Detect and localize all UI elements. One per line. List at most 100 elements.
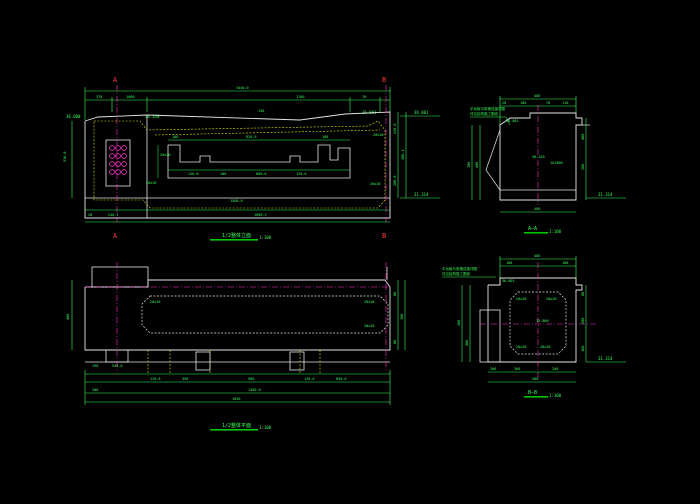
plan-tag-2: 20x20 (364, 300, 375, 304)
section-mark-b-top: B (382, 76, 386, 84)
section-b-top-dim-1: 100 (506, 261, 512, 265)
section-b-right-dim-1: 80 (581, 292, 585, 296)
section-a-sub-1: 20 (502, 101, 506, 105)
plan-tag-3: 20x20 (364, 324, 375, 328)
section-b-bottom-dim-3: 200 (552, 367, 558, 371)
elev-tag-1: 20x20 (160, 153, 171, 157)
elev-inner-dim-2: 100 (220, 172, 226, 176)
section-a-view: 平台板与前墙连接详图 详见结构施工图纸 100 400 20 70 110 36… (467, 94, 626, 234)
section-b-title: B—B (528, 390, 537, 396)
elev-notch-dim-1: 100 (172, 135, 178, 139)
elev-tag-3: 20x20 (373, 133, 384, 137)
elev-right-height-3: 200.8 (393, 175, 397, 186)
section-mark-a-top: A (113, 76, 118, 84)
elev-bottom-dim-1: 20 (88, 213, 92, 217)
pipe-holes (109, 145, 127, 175)
plan-lower-dim-6: 120.0 (304, 377, 315, 381)
section-a-level-top: 36.801 (506, 119, 519, 123)
section-b-bottom-dim-4: 400 (532, 377, 538, 381)
section-b-right-dim-2: 200 (581, 318, 585, 324)
elev-level-mid: 36.320 (145, 114, 160, 119)
section-a-right-dim-2: 200 (581, 164, 585, 170)
plan-lower-dim-2: 550.0 (112, 364, 123, 368)
elev-sub-dim-1: 370 (96, 95, 102, 99)
plan-lower-dim-5: 500 (248, 377, 254, 381)
section-a-level-bottom: 31.314 (598, 192, 613, 197)
section-b-tag-3: 20x20 (516, 345, 527, 349)
section-b-level-top: 36.801 (502, 279, 515, 283)
plan-total: 1650 (232, 397, 240, 401)
elev-level-left: 36.000 (66, 114, 81, 119)
section-a-left-dim-1: 100 (467, 162, 471, 168)
section-b-tag-4: 20x20 (540, 345, 551, 349)
plan-title: 1/2整体平面 (222, 422, 251, 429)
plan-view: 400 80 160 80 20x20 20x20 20x20 190 550.… (66, 262, 406, 431)
elev-inner-dim-4: 120.0 (296, 172, 307, 176)
elev-sub-dim-3: 140 (258, 109, 264, 113)
section-b-level-bottom: 31.314 (598, 356, 613, 361)
section-b-top-dim-3: 100 (562, 261, 568, 265)
plan-lower-dim-7: 850.0 (336, 377, 347, 381)
section-b-left-dim-1: 300 (457, 320, 461, 326)
section-mark-a-bottom: A (113, 232, 118, 240)
elev-sub-dim-5: 70 (362, 95, 366, 99)
elev-level-right-outer: 36.801 (414, 110, 429, 115)
elev-top-dim: 3440.0 (236, 86, 249, 90)
elev-right-height-1: 520.0 (393, 123, 397, 134)
section-b-bottom-dim-1: 200 (490, 367, 496, 371)
elev-level-bottom: 31.314 (414, 192, 429, 197)
section-a-sub-2: 70 (546, 101, 550, 105)
section-a-inner: 1A/800 (550, 161, 563, 165)
section-b-view: 平台板与前墙连接详图 详见结构施工图纸 100 480 100 36.801 3… (442, 254, 626, 398)
elev-notch-dim-2: 620.9 (246, 135, 257, 139)
section-a-right-dim-1: 400 (581, 134, 585, 140)
elevation-view: A B A B 3440.0 370 1060 140 1700 70 36.0… (63, 76, 440, 241)
plan-right-dim-3: 80 (393, 340, 397, 344)
section-b-left-dim-2: 400 (465, 340, 469, 346)
section-a-top-dim-1: 100 (520, 101, 526, 105)
elevation-scale: 1:100 (259, 235, 272, 240)
section-a-bottom-dim: 400 (534, 207, 540, 211)
section-b-note-line2: 详见结构施工图纸 (442, 271, 470, 276)
section-a-title: A—A (528, 226, 537, 232)
section-a-sub-3: 110 (562, 101, 568, 105)
section-a-scale: 1:100 (549, 229, 562, 234)
section-b-tag-2: 20x20 (546, 297, 557, 301)
section-a-left-dim-2: 480 (475, 162, 479, 168)
elev-left-height: 530.0 (63, 151, 67, 162)
plan-right-dim-1: 80 (393, 292, 397, 296)
section-b-bottom-dim-2: 300 (514, 367, 520, 371)
elev-inner-dim-3: 600.0 (256, 172, 267, 176)
elev-bottom-dim-3: 1600.2 (254, 213, 267, 217)
elev-bottom-total: 1500.0 (230, 199, 243, 203)
section-b-level-mid: 33.800 (536, 319, 549, 323)
section-b-note-line1: 平台板与前墙连接详图 (442, 266, 477, 271)
section-a-level-mid: 36.320 (532, 155, 545, 159)
plan-lower-dim-1: 190 (92, 364, 98, 368)
section-b-right-dim-3: 160 (581, 346, 585, 352)
plan-tag-1: 20x20 (150, 300, 161, 304)
elev-sub-dim-2: 1060 (126, 95, 134, 99)
elev-tag-2: 20x20 (146, 181, 157, 185)
section-b-top-dim-2: 480 (534, 254, 540, 258)
plan-right-dim-2: 160 (400, 314, 404, 320)
plan-bottom-dim-1: 200 (92, 388, 98, 392)
section-a-note-line2: 详见结构施工图纸 (470, 111, 498, 116)
elev-sub-dim-4: 1700 (296, 95, 304, 99)
elevation-title: 1/2整体立面 (222, 232, 251, 239)
section-mark-b-bottom: B (382, 232, 386, 240)
elev-bottom-dim-2: 240.1 (108, 213, 119, 217)
section-b-scale: 1:100 (549, 393, 562, 398)
plan-lower-dim-4: 390 (182, 377, 188, 381)
section-a-top-dim-2: 400 (534, 94, 540, 98)
plan-scale: 1:100 (259, 425, 272, 430)
elev-right-height-2: 300.1 (401, 149, 405, 160)
plan-left-dim: 400 (66, 314, 70, 320)
section-a-note-line1: 平台板与前墙连接详图 (470, 106, 505, 111)
plan-bottom-dim-2: 1500.0 (248, 388, 261, 392)
elev-inner-dim-1: 120.0 (188, 172, 199, 176)
plan-lower-dim-3: 120.8 (150, 377, 161, 381)
section-b-tag-1: 20x20 (516, 297, 527, 301)
elev-tag-4: 20x20 (370, 182, 381, 186)
